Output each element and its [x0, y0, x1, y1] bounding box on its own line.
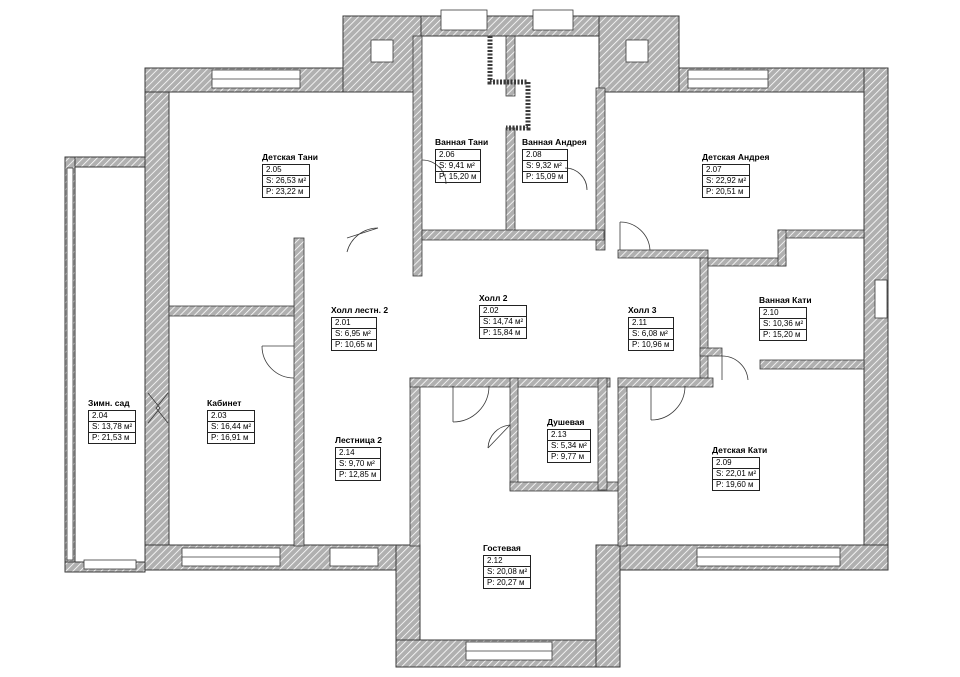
room-spec-table: 2.01 S: 6,95 м² P: 10,65 м: [331, 317, 377, 351]
room-number: 2.10: [758, 307, 808, 319]
room-name: Лестница 2: [335, 435, 382, 445]
room-area: S: 6,08 м²: [628, 328, 674, 340]
room-area: S: 9,41 м²: [435, 160, 481, 172]
room-label-2-08: Ванная Андрея 2.08 S: 9,32 м² P: 15,09 м: [522, 137, 587, 183]
room-perimeter: P: 19,60 м: [711, 479, 761, 491]
room-perimeter: P: 15,84 м: [478, 327, 528, 339]
room-spec-table: 2.03 S: 16,44 м² P: 16,91 м: [206, 410, 256, 444]
room-name: Гостевая: [483, 543, 521, 553]
room-perimeter: P: 15,20 м: [435, 171, 481, 183]
room-perimeter: P: 23,22 м: [261, 186, 311, 198]
room-label-2-04: Зимн. сад 2.04 S: 13,78 м² P: 21,53 м: [87, 398, 137, 444]
room-area: S: 10,36 м²: [758, 318, 808, 330]
room-label-2-14: Лестница 2 2.14 S: 9,70 м² P: 12,85 м: [335, 435, 382, 481]
room-spec-table: 2.07 S: 22,92 м² P: 20,51 м: [701, 164, 751, 198]
room-spec-table: 2.05 S: 26,53 м² P: 23,22 м: [261, 164, 311, 198]
room-spec-table: 2.02 S: 14,74 м² P: 15,84 м: [478, 305, 528, 339]
room-area: S: 6,95 м²: [331, 328, 377, 340]
room-area: S: 9,32 м²: [522, 160, 568, 172]
room-label-2-13: Душевая 2.13 S: 5,34 м² P: 9,77 м: [547, 417, 591, 463]
room-number: 2.13: [547, 429, 591, 441]
room-area: S: 16,44 м²: [206, 421, 256, 433]
room-number: 2.11: [628, 317, 674, 329]
room-area: S: 26,53 м²: [261, 175, 311, 187]
room-area: S: 20,08 м²: [482, 566, 532, 578]
room-label-2-09: Детская Кати 2.09 S: 22,01 м² P: 19,60 м: [711, 445, 768, 491]
room-label-2-02: Холл 2 2.02 S: 14,74 м² P: 15,84 м: [478, 293, 528, 339]
room-number: 2.14: [335, 447, 381, 459]
room-spec-table: 2.04 S: 13,78 м² P: 21,53 м: [87, 410, 137, 444]
room-area: S: 13,78 м²: [87, 421, 137, 433]
room-perimeter: P: 20,51 м: [701, 186, 751, 198]
room-label-2-11: Холл 3 2.11 S: 6,08 м² P: 10,96 м: [628, 305, 674, 351]
room-number: 2.04: [87, 410, 137, 422]
room-number: 2.09: [711, 457, 761, 469]
room-name: Ванная Кати: [759, 295, 812, 305]
room-name: Холл 2: [479, 293, 508, 303]
room-spec-table: 2.10 S: 10,36 м² P: 15,20 м: [758, 307, 808, 341]
room-perimeter: P: 10,65 м: [331, 339, 377, 351]
room-number: 2.02: [478, 305, 528, 317]
room-area: S: 9,70 м²: [335, 458, 381, 470]
room-name: Холл лестн. 2: [331, 305, 389, 315]
room-label-2-10: Ванная Кати 2.10 S: 10,36 м² P: 15,20 м: [758, 295, 812, 341]
room-number: 2.07: [701, 164, 751, 176]
interior-walls: [168, 35, 865, 547]
room-name: Холл 3: [628, 305, 657, 315]
room-name: Душевая: [547, 417, 585, 427]
room-perimeter: P: 15,20 м: [758, 329, 808, 341]
room-spec-table: 2.14 S: 9,70 м² P: 12,85 м: [335, 447, 381, 481]
room-spec-table: 2.06 S: 9,41 м² P: 15,20 м: [435, 149, 481, 183]
room-perimeter: P: 9,77 м: [547, 451, 591, 463]
room-area: S: 22,01 м²: [711, 468, 761, 480]
room-name: Детская Тани: [262, 152, 318, 162]
room-name: Ванная Тани: [435, 137, 489, 147]
room-perimeter: P: 10,96 м: [628, 339, 674, 351]
room-label-2-07: Детская Андрея 2.07 S: 22,92 м² P: 20,51…: [701, 152, 770, 198]
room-spec-table: 2.12 S: 20,08 м² P: 20,27 м: [482, 555, 532, 589]
room-number: 2.05: [261, 164, 311, 176]
room-perimeter: P: 12,85 м: [335, 469, 381, 481]
room-perimeter: P: 15,09 м: [522, 171, 568, 183]
room-spec-table: 2.13 S: 5,34 м² P: 9,77 м: [547, 429, 591, 463]
room-number: 2.12: [482, 555, 532, 567]
stair-outline: [487, 36, 531, 131]
room-label-2-01: Холл лестн. 2 2.01 S: 6,95 м² P: 10,65 м: [331, 305, 388, 351]
room-number: 2.06: [435, 149, 481, 161]
room-spec-table: 2.08 S: 9,32 м² P: 15,09 м: [522, 149, 568, 183]
room-area: S: 5,34 м²: [547, 440, 591, 452]
room-perimeter: P: 20,27 м: [482, 577, 532, 589]
room-spec-table: 2.11 S: 6,08 м² P: 10,96 м: [628, 317, 674, 351]
room-label-2-06: Ванная Тани 2.06 S: 9,41 м² P: 15,20 м: [435, 137, 488, 183]
room-label-2-05: Детская Тани 2.05 S: 26,53 м² P: 23,22 м: [261, 152, 318, 198]
exterior-walls: [64, 15, 889, 668]
room-name: Кабинет: [207, 398, 242, 408]
room-perimeter: P: 21,53 м: [87, 432, 137, 444]
room-number: 2.01: [331, 317, 377, 329]
room-label-2-03: Кабинет 2.03 S: 16,44 м² P: 16,91 м: [206, 398, 256, 444]
room-perimeter: P: 16,91 м: [206, 432, 256, 444]
room-number: 2.08: [522, 149, 568, 161]
room-spec-table: 2.09 S: 22,01 м² P: 19,60 м: [711, 457, 761, 491]
windows: [66, 9, 888, 661]
room-number: 2.03: [206, 410, 256, 422]
room-name: Детская Андрея: [702, 152, 770, 162]
room-area: S: 22,92 м²: [701, 175, 751, 187]
room-name: Ванная Андрея: [522, 137, 587, 147]
room-name: Зимн. сад: [88, 398, 130, 408]
room-label-2-12: Гостевая 2.12 S: 20,08 м² P: 20,27 м: [482, 543, 532, 589]
room-area: S: 14,74 м²: [478, 316, 528, 328]
room-name: Детская Кати: [712, 445, 768, 455]
